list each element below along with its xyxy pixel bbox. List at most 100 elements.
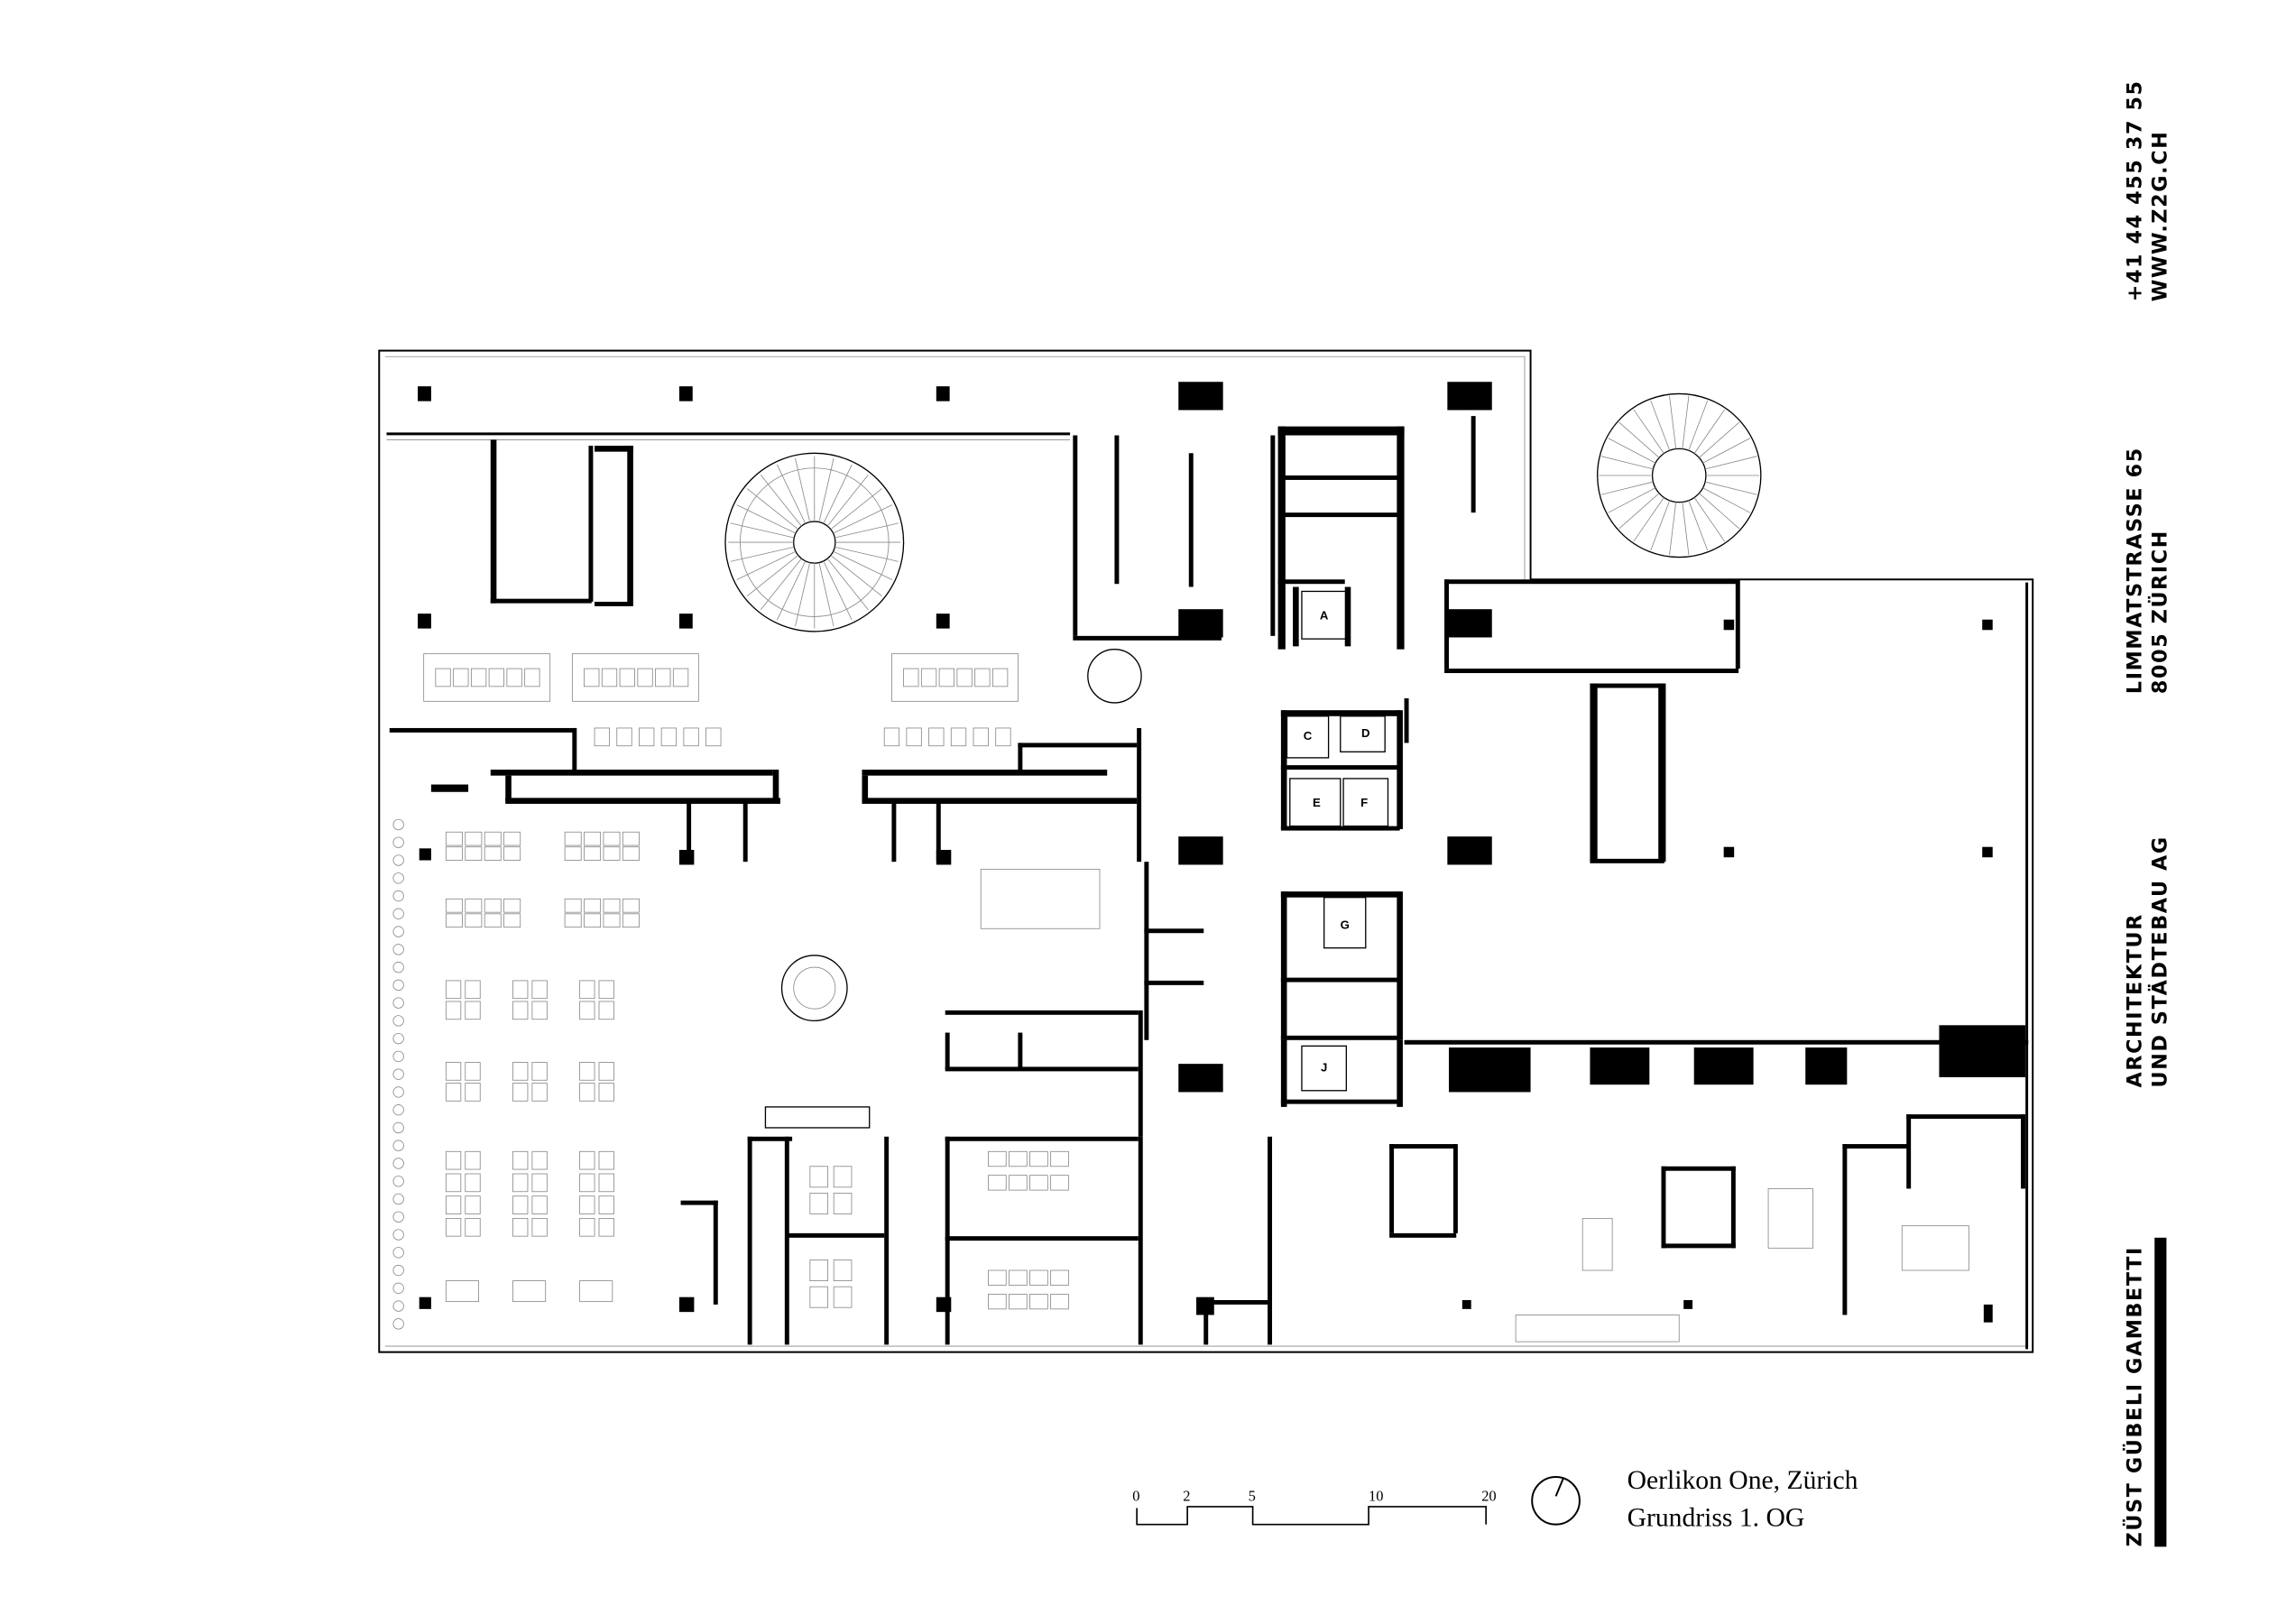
- scale-tick-2: 2: [1183, 1487, 1190, 1504]
- desk: [512, 1173, 529, 1193]
- firm-phone: +41 44 455 37 55: [2123, 79, 2146, 301]
- desk: [465, 1150, 481, 1170]
- desk: [579, 1150, 595, 1170]
- project-title: Oerlikon One, Zürich: [1627, 1466, 1858, 1495]
- wall-segment: [1144, 928, 1204, 934]
- stair-tread: [818, 457, 834, 522]
- desk: [512, 1150, 529, 1170]
- wall-segment: [1280, 826, 1400, 831]
- stair-tread: [830, 488, 882, 531]
- wall-segment: [1693, 1047, 1754, 1085]
- desk: [988, 1175, 1007, 1191]
- plant: [392, 1121, 404, 1134]
- desk: [465, 913, 483, 928]
- wall-segment: [1280, 891, 1287, 1040]
- wall-segment: [1144, 862, 1149, 1040]
- desk: [531, 980, 548, 1000]
- desk: [564, 831, 582, 846]
- stair-tread: [1699, 493, 1740, 530]
- desk: [488, 668, 505, 687]
- stair-tread: [1682, 502, 1690, 556]
- stair-tread: [1702, 487, 1751, 513]
- wall-segment: [945, 1066, 1139, 1072]
- desk: [637, 668, 653, 687]
- desk: [531, 1001, 548, 1020]
- core-label-e: E: [1313, 796, 1321, 809]
- wall-segment: [945, 1010, 1139, 1015]
- firm-bar: [2154, 1237, 2167, 1547]
- stair-tread: [1608, 487, 1656, 513]
- desk: [435, 668, 451, 687]
- wall-segment: [1280, 512, 1400, 518]
- desk: [445, 1195, 462, 1214]
- desk: [639, 727, 655, 747]
- stair-tread: [795, 457, 811, 522]
- scale-tick-20: 20: [1481, 1487, 1496, 1504]
- wall-segment: [1590, 858, 1664, 863]
- meeting-table-area: [891, 653, 1019, 702]
- desk: [598, 1083, 614, 1102]
- wall-segment: [1114, 435, 1120, 585]
- desk: [524, 668, 540, 687]
- desk: [616, 727, 632, 747]
- wall-segment: [1138, 1010, 1143, 1137]
- core-labels: A C D E F G J: [1286, 590, 1389, 1092]
- wall-segment: [862, 775, 869, 803]
- desk: [531, 1150, 548, 1170]
- wall-segment: [1018, 743, 1138, 748]
- desk: [833, 1166, 853, 1188]
- wall-segment: [490, 598, 592, 604]
- desk: [622, 898, 640, 913]
- desk: [619, 668, 635, 687]
- desk: [1009, 1269, 1028, 1286]
- stair-tread: [833, 504, 893, 534]
- plant: [392, 1050, 404, 1063]
- round-table-inner: [793, 966, 836, 1010]
- wall-segment: [1735, 579, 1740, 669]
- wall-segment: [891, 802, 897, 863]
- wall-segment: [1452, 1144, 1458, 1233]
- desk: [1050, 1150, 1069, 1167]
- desk: [1050, 1269, 1069, 1286]
- desk: [584, 898, 602, 913]
- wall-segment: [1661, 1166, 1666, 1249]
- stair-tread: [823, 560, 853, 621]
- drawing-title: Grundriss 1. OG: [1627, 1503, 1805, 1532]
- desk: [579, 1173, 595, 1193]
- desk: [445, 898, 463, 913]
- desk: [991, 668, 1009, 687]
- wall-segment: [1404, 1039, 2029, 1045]
- desk: [920, 668, 937, 687]
- desk: [809, 1193, 829, 1214]
- wall-segment: [784, 1136, 789, 1345]
- plant: [392, 1264, 404, 1277]
- desk: [445, 1062, 462, 1081]
- wall-segment: [1389, 1144, 1457, 1149]
- kitchen-counter: [1515, 1315, 1680, 1343]
- stair-tread: [1618, 421, 1660, 458]
- desk: [484, 898, 502, 913]
- desk: [531, 1062, 548, 1081]
- desk: [445, 1001, 462, 1020]
- wall-segment: [1344, 586, 1351, 647]
- stair-tread: [1704, 481, 1757, 495]
- desk: [465, 846, 483, 861]
- wall-segment: [862, 798, 1138, 804]
- firm-name: ZÜST GÜBELI GAMBETTI: [2121, 1246, 2146, 1546]
- desk: [672, 668, 689, 687]
- plant: [392, 1282, 404, 1294]
- desk: [973, 727, 989, 747]
- wall-segment: [389, 727, 576, 733]
- scale-tick-10: 10: [1369, 1487, 1383, 1504]
- wall-segment: [1268, 1136, 1273, 1345]
- desk: [465, 980, 481, 1000]
- plant: [392, 818, 404, 831]
- desk: [453, 668, 469, 687]
- wall-segment: [588, 446, 594, 602]
- desk: [512, 980, 529, 1000]
- wall-segment: [1389, 1144, 1395, 1233]
- core-label-c: C: [1304, 729, 1313, 743]
- wall-segment: [1389, 1232, 1457, 1238]
- desk: [531, 1083, 548, 1102]
